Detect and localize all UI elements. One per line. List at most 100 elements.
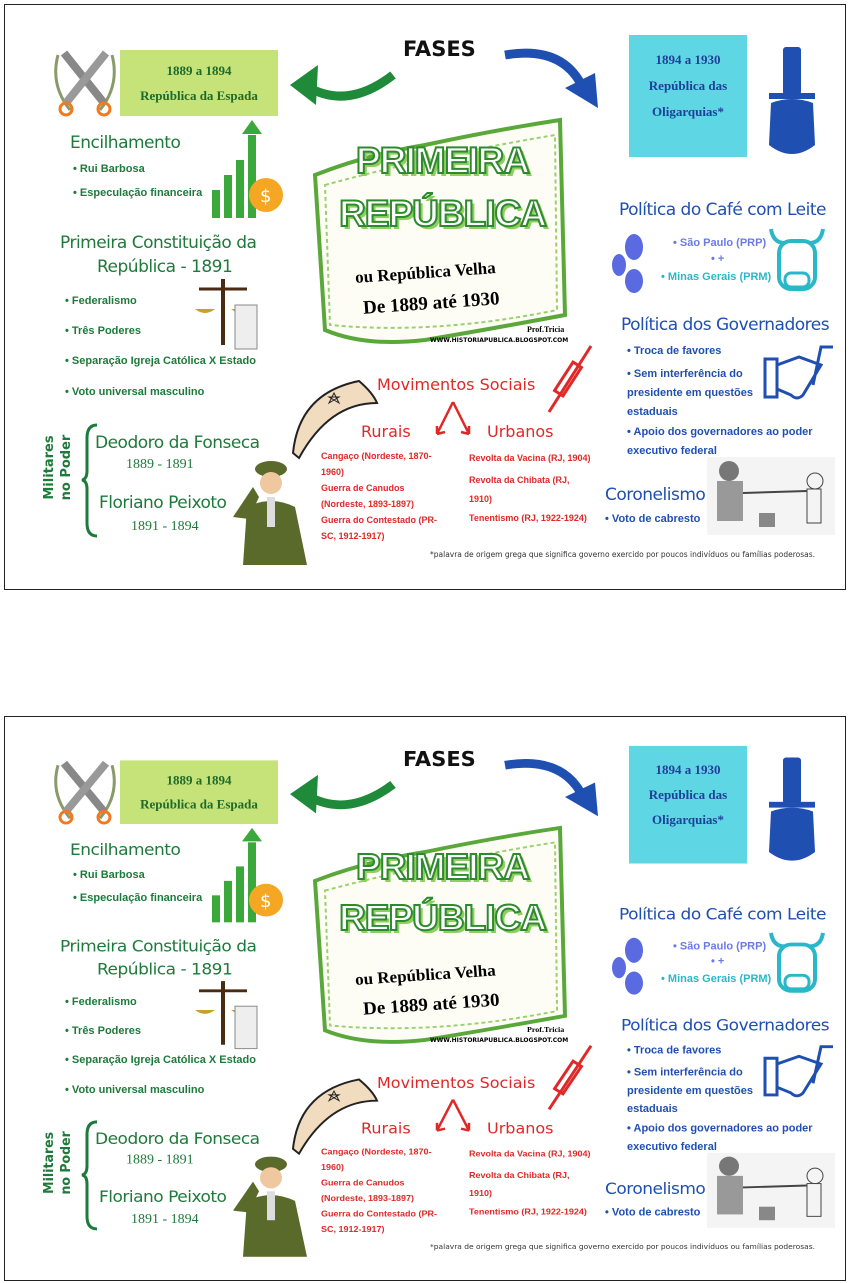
governadores-item: Sem interferência do presidente em quest… — [627, 365, 767, 422]
svg-text:$: $ — [260, 892, 271, 912]
coronelismo-heading: Coronelismo — [605, 485, 706, 505]
cafe-heading: Política do Café com Leite — [619, 904, 826, 925]
movimentos-heading: Movimentos Sociais — [377, 1073, 536, 1092]
constituicao-item: Separação Igreja Católica X Estado — [65, 355, 256, 367]
green-arrow-left-icon — [290, 65, 396, 105]
governadores-heading: Política dos Governadores — [621, 1015, 830, 1036]
syringe-icon — [547, 1044, 593, 1111]
militares-label: Militares no Poder — [41, 1117, 75, 1209]
infographic-panel-1: 1889 a 1894 República da Espada FASES 18… — [4, 4, 846, 590]
svg-text:$: $ — [260, 186, 271, 207]
oligarquias-line1: República das — [648, 787, 728, 802]
floriano-years: 1891 - 1894 — [131, 1212, 199, 1227]
blue-arrow-right-icon — [504, 759, 598, 817]
militares-label-2: no Poder — [59, 1131, 74, 1195]
deodoro-years: 1889 - 1891 — [126, 457, 194, 472]
infographic-panel-2: 1889 a 1894 República da Espada FASES 18… — [4, 716, 846, 1281]
governadores-item: Apoio dos governadores ao poder executiv… — [627, 423, 827, 461]
constituicao-item: Voto universal masculino — [65, 1084, 204, 1096]
sao-paulo-label: São Paulo (PRP) — [673, 941, 766, 953]
handshake-icon — [763, 1045, 833, 1098]
plus-sign: + — [711, 253, 724, 265]
rurais-item: Guerra de Canudos (Nordeste, 1893-1897) — [321, 1177, 415, 1203]
sao-paulo-label: São Paulo (PRP) — [673, 237, 766, 249]
coffee-beans-icon — [612, 937, 643, 995]
rurais-heading: Rurais — [361, 422, 411, 441]
author: Prof.Tricia — [527, 325, 565, 334]
deodoro-years: 1889 - 1891 — [126, 1152, 194, 1168]
governadores-item: Troca de favores — [627, 1045, 721, 1057]
encilhamento-item: Rui Barbosa — [73, 163, 145, 175]
author: Prof.Tricia — [527, 1025, 565, 1035]
plus-sign: + — [711, 956, 724, 968]
encilhamento-item: Rui Barbosa — [73, 869, 145, 881]
crossed-swords-icon — [54, 50, 116, 117]
title-primeira: PRIMEIRA — [355, 139, 531, 182]
site-url: WWW.HISTORIAPUBLICA.BLOGSPOT.COM — [430, 1037, 569, 1044]
green-arrow-left-icon — [290, 774, 396, 814]
crossed-swords-icon — [54, 760, 116, 825]
espada-name: República da Espada — [140, 797, 258, 812]
scales-justice-icon — [195, 981, 258, 1050]
minas-gerais-label: Minas Gerais (PRM) — [661, 973, 771, 985]
handshake-icon — [763, 345, 833, 400]
oligarquias-line1: República das — [648, 78, 728, 93]
floriano-name: Floriano Peixoto — [99, 1187, 227, 1207]
urbanos-heading: Urbanos — [487, 1118, 554, 1138]
syringe-icon — [547, 345, 593, 413]
governadores-item: Troca de favores — [627, 345, 721, 357]
cangaceiro-hat-icon — [291, 1078, 379, 1156]
coronelismo-heading: Coronelismo — [605, 1179, 706, 1199]
encilhamento-heading: Encilhamento — [70, 133, 181, 153]
rurais-item: Cangaço (Nordeste, 1870-1960) — [321, 451, 432, 477]
constituicao-heading-1: Primeira Constituição da — [60, 936, 257, 957]
urbanos-heading: Urbanos — [487, 422, 554, 441]
republica-espada-box: 1889 a 1894 República da Espada — [120, 760, 278, 825]
constituicao-item: Três Poderes — [65, 1025, 141, 1037]
encilhamento-heading: Encilhamento — [70, 840, 181, 860]
floriano-name: Floriano Peixoto — [99, 493, 227, 513]
scales-justice-icon — [195, 279, 258, 350]
title-primeira: PRIMEIRA — [355, 846, 531, 887]
cangaceiro-hat-icon — [291, 379, 379, 460]
rurais-item: Guerra do Contestado (PR-SC, 1912-1917) — [321, 515, 438, 541]
split-arrows-icon — [435, 1099, 471, 1132]
militares-label-1: Militares — [42, 435, 57, 500]
footnote: *palavra de origem grega que significa g… — [430, 1242, 816, 1252]
militares-label-2: no Poder — [59, 434, 74, 501]
brace-icon — [81, 1120, 98, 1231]
constituicao-heading-2: República - 1891 — [97, 959, 233, 980]
constituicao-heading-1: Primeira Constituição da — [60, 233, 257, 253]
scroll-frame-icon — [312, 825, 568, 1044]
urbanos-item: Tenentismo (RJ, 1922-1924) — [469, 513, 587, 523]
constituicao-item: Federalismo — [65, 997, 137, 1009]
oligarch-top-hat-icon — [769, 757, 815, 861]
rurais-heading: Rurais — [361, 1118, 411, 1138]
oligarquias-line2: Oligarquias* — [651, 104, 724, 119]
militares-label: Militares no Poder — [41, 420, 75, 515]
saluting-soldier-icon — [233, 1156, 307, 1257]
title-scroll: PRIMEIRA REPÚBLICA ou República Velha De… — [305, 115, 580, 350]
blue-arrow-right-icon — [504, 48, 598, 108]
rurais-item: Guerra do Contestado (PR-SC, 1912-1917) — [321, 1208, 438, 1234]
floriano-years: 1891 - 1894 — [131, 519, 199, 534]
movimentos-heading: Movimentos Sociais — [377, 375, 536, 394]
title-republica: REPÚBLICA — [338, 192, 548, 235]
saluting-soldier-icon — [233, 461, 307, 565]
encilhamento-item: Especulação financeira — [73, 892, 202, 904]
site-url: WWW.HISTORIAPUBLICA.BLOGSPOT.COM — [430, 337, 569, 344]
split-arrows-icon — [435, 401, 471, 436]
urbanos-item: Revolta da Vacina (RJ, 1904) — [469, 1148, 591, 1159]
coronelismo-cartoon-icon — [707, 457, 835, 535]
urbanos-item: Revolta da Vacina (RJ, 1904) — [469, 453, 591, 463]
oligarquias-years: 1894 a 1930 — [655, 762, 721, 777]
growth-chart-money-icon: $ — [212, 827, 283, 923]
urbanos-item: Revolta da Chibata (RJ, 1910) — [469, 475, 570, 504]
urbanos-item: Revolta da Chibata (RJ, 1910) — [469, 1170, 570, 1199]
title-scroll: PRIMEIRA REPÚBLICA ou República Velha De… — [305, 823, 580, 1050]
coronelismo-item: Voto de cabresto — [605, 1207, 700, 1219]
oligarquias-line2: Oligarquias* — [651, 812, 724, 827]
deodoro-name: Deodoro da Fonseca — [95, 1129, 260, 1149]
coronelismo-item: Voto de cabresto — [605, 513, 700, 525]
governadores-item: Apoio dos governadores ao poder executiv… — [627, 1120, 827, 1157]
